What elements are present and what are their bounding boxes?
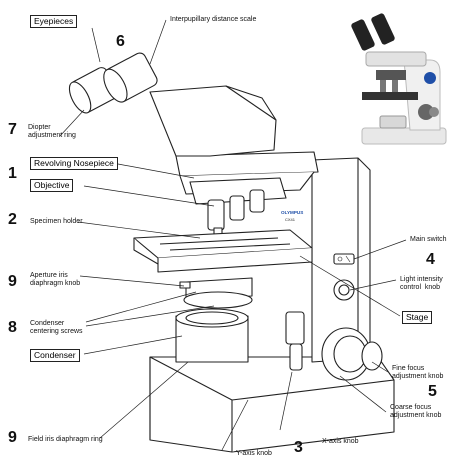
label-fine-focus: Fine focus adjustment knob [392, 365, 444, 380]
label-stage: Stage [402, 311, 433, 324]
label-revolving-nosepiece: Revolving Nosepiece [30, 157, 118, 170]
label-aperture-iris: Aperture iris diaphragm knob [30, 272, 81, 287]
number-2: 2 [8, 211, 17, 228]
microscope-photo [351, 10, 472, 148]
label-condenser: Condenser [30, 349, 80, 362]
label-eyepieces: Eyepieces [30, 15, 78, 28]
number-4: 4 [426, 251, 435, 268]
microscope-drawing [68, 52, 395, 453]
label-specimen-holder: Specimen holder [30, 218, 83, 225]
brand-text: OLYMPUS [281, 210, 303, 215]
label-x-axis-knob: X-axis knob [322, 438, 359, 445]
label-light-intensity: Light intensity control knob [400, 276, 443, 291]
number-6: 6 [116, 33, 125, 50]
label-interpupillary-scale: Interpupillary distance scale [170, 16, 257, 23]
number-5: 5 [428, 383, 437, 400]
label-objective: Objective [30, 179, 74, 192]
number-7: 7 [8, 121, 17, 138]
label-condenser-screws: Condenser centering screws [30, 320, 83, 335]
label-coarse-focus: Coarse focus adjustment knob [390, 404, 442, 419]
number-9-field: 9 [8, 429, 17, 446]
label-main-switch: Main switch [410, 236, 447, 243]
switch-icon [337, 255, 351, 263]
number-1: 1 [8, 165, 17, 182]
leader-lines [59, 19, 407, 451]
number-8: 8 [8, 319, 17, 336]
label-diopter-ring: Diopter adjustment ring [28, 124, 76, 139]
number-9-aperture: 9 [8, 273, 17, 290]
label-field-iris: Field iris diaphragm ring [28, 436, 103, 443]
number-3: 3 [294, 439, 303, 456]
label-y-axis-knob: Y-axis knob [236, 450, 272, 457]
model-text: CX41 [285, 217, 296, 222]
